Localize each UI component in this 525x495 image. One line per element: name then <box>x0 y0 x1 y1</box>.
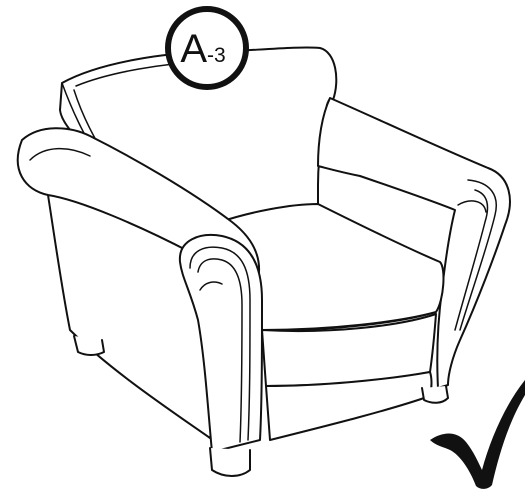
part-label-badge: A-3 <box>168 9 246 87</box>
part-label-letter: A <box>180 27 207 71</box>
part-label-suffix: -3 <box>207 44 226 67</box>
